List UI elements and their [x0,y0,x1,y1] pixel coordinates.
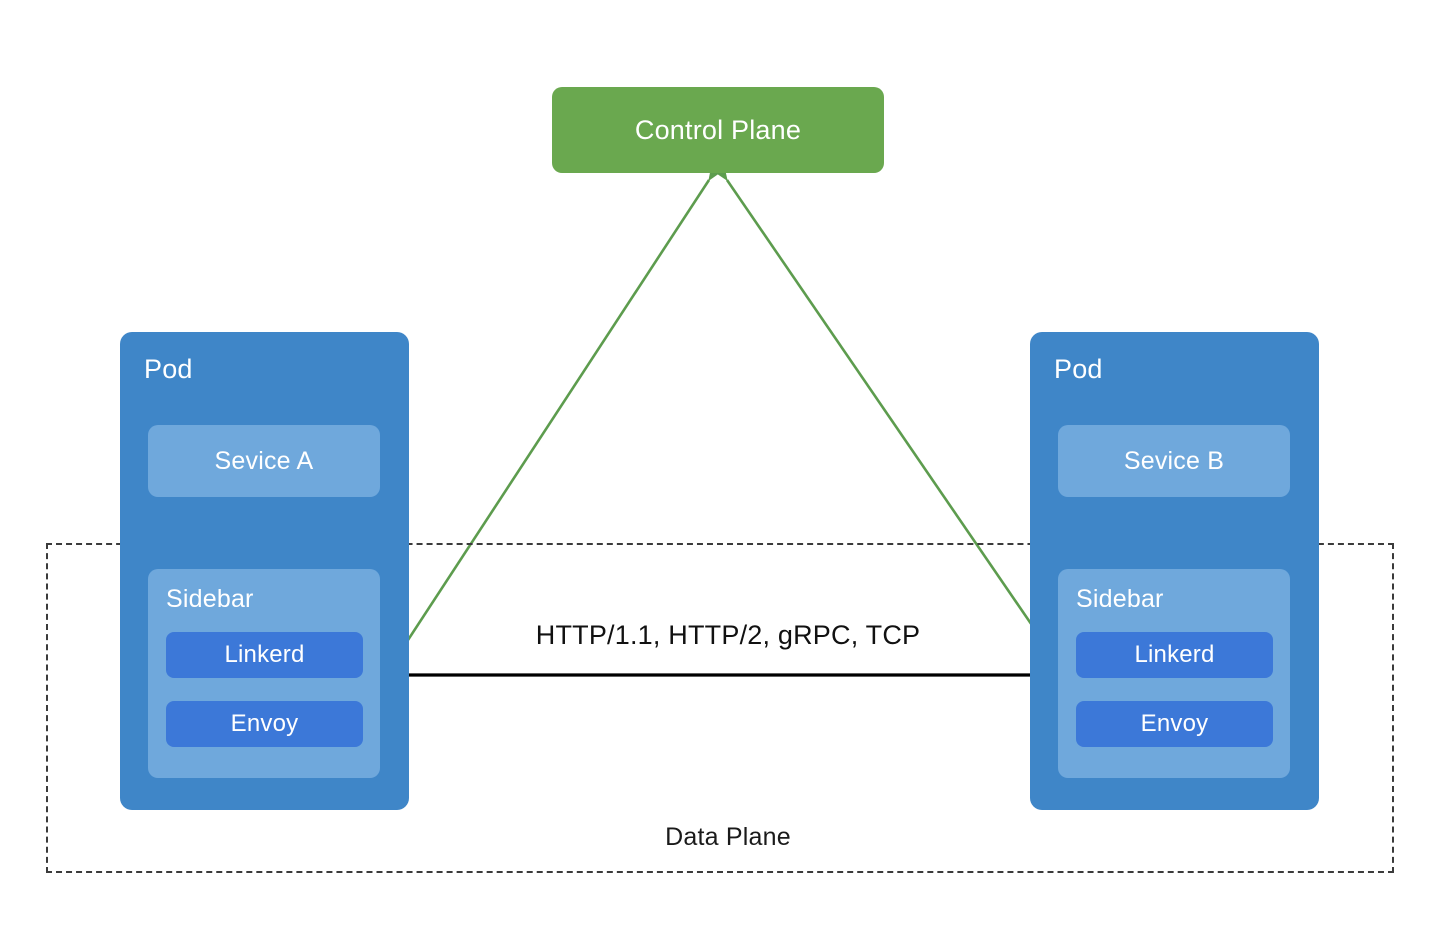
sidecar-right-title: Sidebar [1076,585,1164,613]
service-a-label: Sevice A [214,446,314,475]
pod-right[interactable]: Pod Sevice B Sidebar Linkerd Envoy [1030,332,1319,810]
service-box-b[interactable]: Sevice B [1058,425,1290,497]
proxy-linkerd-left[interactable]: Linkerd [166,632,363,678]
sidecar-left-title: Sidebar [166,585,254,613]
proxy-linkerd-left-label: Linkerd [224,641,305,668]
data-plane-label: Data Plane [665,823,791,851]
proxy-envoy-left[interactable]: Envoy [166,701,363,747]
pod-left[interactable]: Pod Sevice A Sidebar Linkerd Envoy [120,332,409,810]
service-b-label: Sevice B [1123,446,1225,475]
service-box-a[interactable]: Sevice A [148,425,380,497]
proxy-envoy-right[interactable]: Envoy [1076,701,1273,747]
pod-left-title: Pod [144,354,193,384]
sidecar-box-right[interactable]: Sidebar Linkerd Envoy [1058,569,1290,778]
control-plane-label: Control Plane [634,114,802,145]
pod-right-title: Pod [1054,354,1103,384]
proxy-envoy-left-label: Envoy [230,710,299,737]
proxy-envoy-right-label: Envoy [1140,710,1209,737]
sidecar-box-left[interactable]: Sidebar Linkerd Envoy [148,569,380,778]
protocols-label: HTTP/1.1, HTTP/2, gRPC, TCP [535,620,921,650]
control-plane-node[interactable]: Control Plane [552,87,884,173]
proxy-linkerd-right-label: Linkerd [1134,641,1215,668]
data-plane-boundary [46,543,1394,873]
proxy-linkerd-right[interactable]: Linkerd [1076,632,1273,678]
